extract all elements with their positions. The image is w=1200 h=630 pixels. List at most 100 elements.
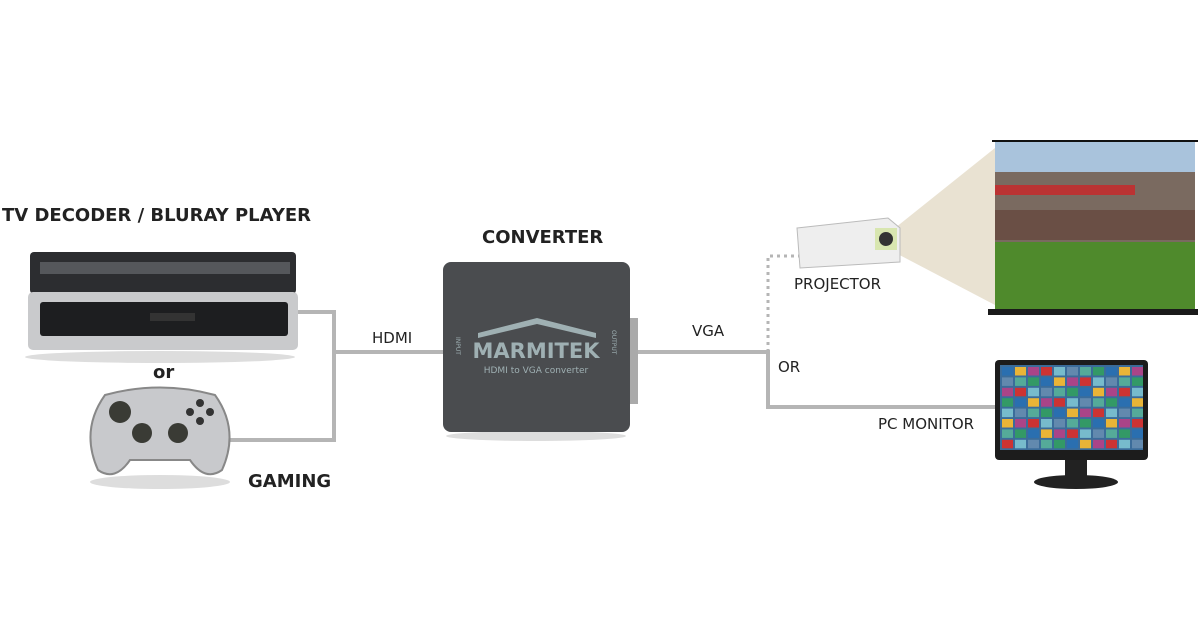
monitor-tile	[1106, 429, 1117, 438]
monitor-tile	[1093, 367, 1104, 376]
source-label: TV DECODER / BLURAY PLAYER	[2, 205, 312, 226]
monitor-tile	[1106, 439, 1117, 449]
monitor-tile	[1067, 408, 1078, 418]
projector-image	[796, 217, 901, 269]
monitor-tile	[1132, 408, 1143, 418]
monitor-tile	[1015, 398, 1026, 407]
monitor-tile	[1106, 398, 1117, 407]
monitor-tile	[1002, 398, 1013, 407]
monitor-tile	[1028, 419, 1039, 428]
or-label-upper: OR	[778, 358, 801, 376]
monitor-tile	[1132, 419, 1143, 428]
monitor-tile	[1015, 439, 1026, 449]
or-label-lower: or	[153, 362, 175, 383]
monitor-tile	[1080, 408, 1091, 418]
monitor-tile	[1106, 408, 1117, 418]
model-text: HDMI to VGA converter	[484, 366, 589, 376]
monitor-tile	[1067, 419, 1078, 428]
monitor-tile	[1106, 367, 1117, 376]
monitor-tile	[1041, 367, 1052, 376]
monitor-tile	[1028, 408, 1039, 418]
vga-cable	[636, 350, 998, 409]
converter-label: CONVERTER	[482, 227, 604, 248]
monitor-tile	[1106, 387, 1117, 397]
monitor-tile	[1028, 367, 1039, 376]
monitor-tile	[1054, 429, 1065, 438]
monitor-tile	[1106, 419, 1117, 428]
converter-device: MARMITEK HDMI to VGA converter INPUT OUT…	[443, 262, 638, 441]
monitor-tile	[1002, 377, 1013, 386]
monitor-tile	[1119, 377, 1130, 386]
monitor-tile	[1015, 408, 1026, 418]
monitor-tile	[1028, 387, 1039, 397]
source-cable	[230, 310, 336, 442]
projector-beam	[890, 148, 995, 305]
monitor-tile	[1093, 408, 1104, 418]
monitor-tile	[1080, 367, 1091, 376]
monitor-tile	[1080, 387, 1091, 397]
monitor-tile	[1054, 377, 1065, 386]
monitor-tile	[1132, 398, 1143, 407]
monitor-tile	[1054, 419, 1065, 428]
monitor-tile	[1093, 439, 1104, 449]
monitor-tile	[1132, 387, 1143, 397]
monitor-tile	[1054, 408, 1065, 418]
monitor-tile	[1054, 398, 1065, 407]
bluray-player-image	[25, 252, 298, 363]
projection-screen-image	[988, 140, 1198, 315]
monitor-tile	[1067, 377, 1078, 386]
monitor-tile	[1132, 429, 1143, 438]
monitor-tile	[1080, 439, 1091, 449]
input-text: INPUT	[454, 337, 461, 355]
monitor-tile	[1132, 377, 1143, 386]
monitor-tile	[1080, 419, 1091, 428]
projector-dotted-cable	[766, 254, 800, 352]
monitor-tile	[1080, 398, 1091, 407]
hdmi-label: HDMI	[372, 329, 413, 347]
monitor-tile	[1080, 429, 1091, 438]
monitor-tile	[1015, 419, 1026, 428]
monitor-tile	[1119, 408, 1130, 418]
monitor-tile	[1119, 419, 1130, 428]
monitor-tile	[1119, 387, 1130, 397]
monitor-tile	[1119, 439, 1130, 449]
monitor-tile	[1054, 367, 1065, 376]
monitor-tile	[1119, 429, 1130, 438]
monitor-tile	[1015, 377, 1026, 386]
monitor-tile	[1067, 387, 1078, 397]
projector-label: PROJECTOR	[794, 275, 882, 293]
monitor-tile	[1002, 439, 1013, 449]
monitor-tile	[1015, 387, 1026, 397]
monitor-tile	[1002, 367, 1013, 376]
monitor-tile	[1093, 429, 1104, 438]
pc-monitor-label: PC MONITOR	[878, 415, 975, 433]
monitor-tile	[1132, 367, 1143, 376]
monitor-tile	[1041, 439, 1052, 449]
monitor-tile	[1132, 439, 1143, 449]
pc-monitor-image	[995, 360, 1148, 489]
monitor-tile	[1119, 367, 1130, 376]
monitor-tile	[1067, 429, 1078, 438]
monitor-tile	[1106, 377, 1117, 386]
monitor-tile	[1028, 429, 1039, 438]
monitor-tile	[1028, 377, 1039, 386]
monitor-tile	[1002, 429, 1013, 438]
monitor-tile	[1093, 387, 1104, 397]
monitor-tile	[1093, 419, 1104, 428]
monitor-tile	[1119, 398, 1130, 407]
monitor-tile	[1028, 398, 1039, 407]
monitor-tile	[1002, 408, 1013, 418]
monitor-tile	[1041, 419, 1052, 428]
output-text: OUTPUT	[610, 330, 617, 355]
monitor-tile	[1054, 387, 1065, 397]
monitor-tile	[1093, 377, 1104, 386]
monitor-tile	[1015, 429, 1026, 438]
vga-label: VGA	[692, 322, 725, 340]
marmitek-logo: MARMITEK	[473, 339, 601, 363]
monitor-tile	[1002, 387, 1013, 397]
gaming-label: GAMING	[248, 471, 332, 492]
monitor-tile	[1067, 367, 1078, 376]
monitor-tile	[1041, 387, 1052, 397]
cables	[230, 254, 998, 442]
